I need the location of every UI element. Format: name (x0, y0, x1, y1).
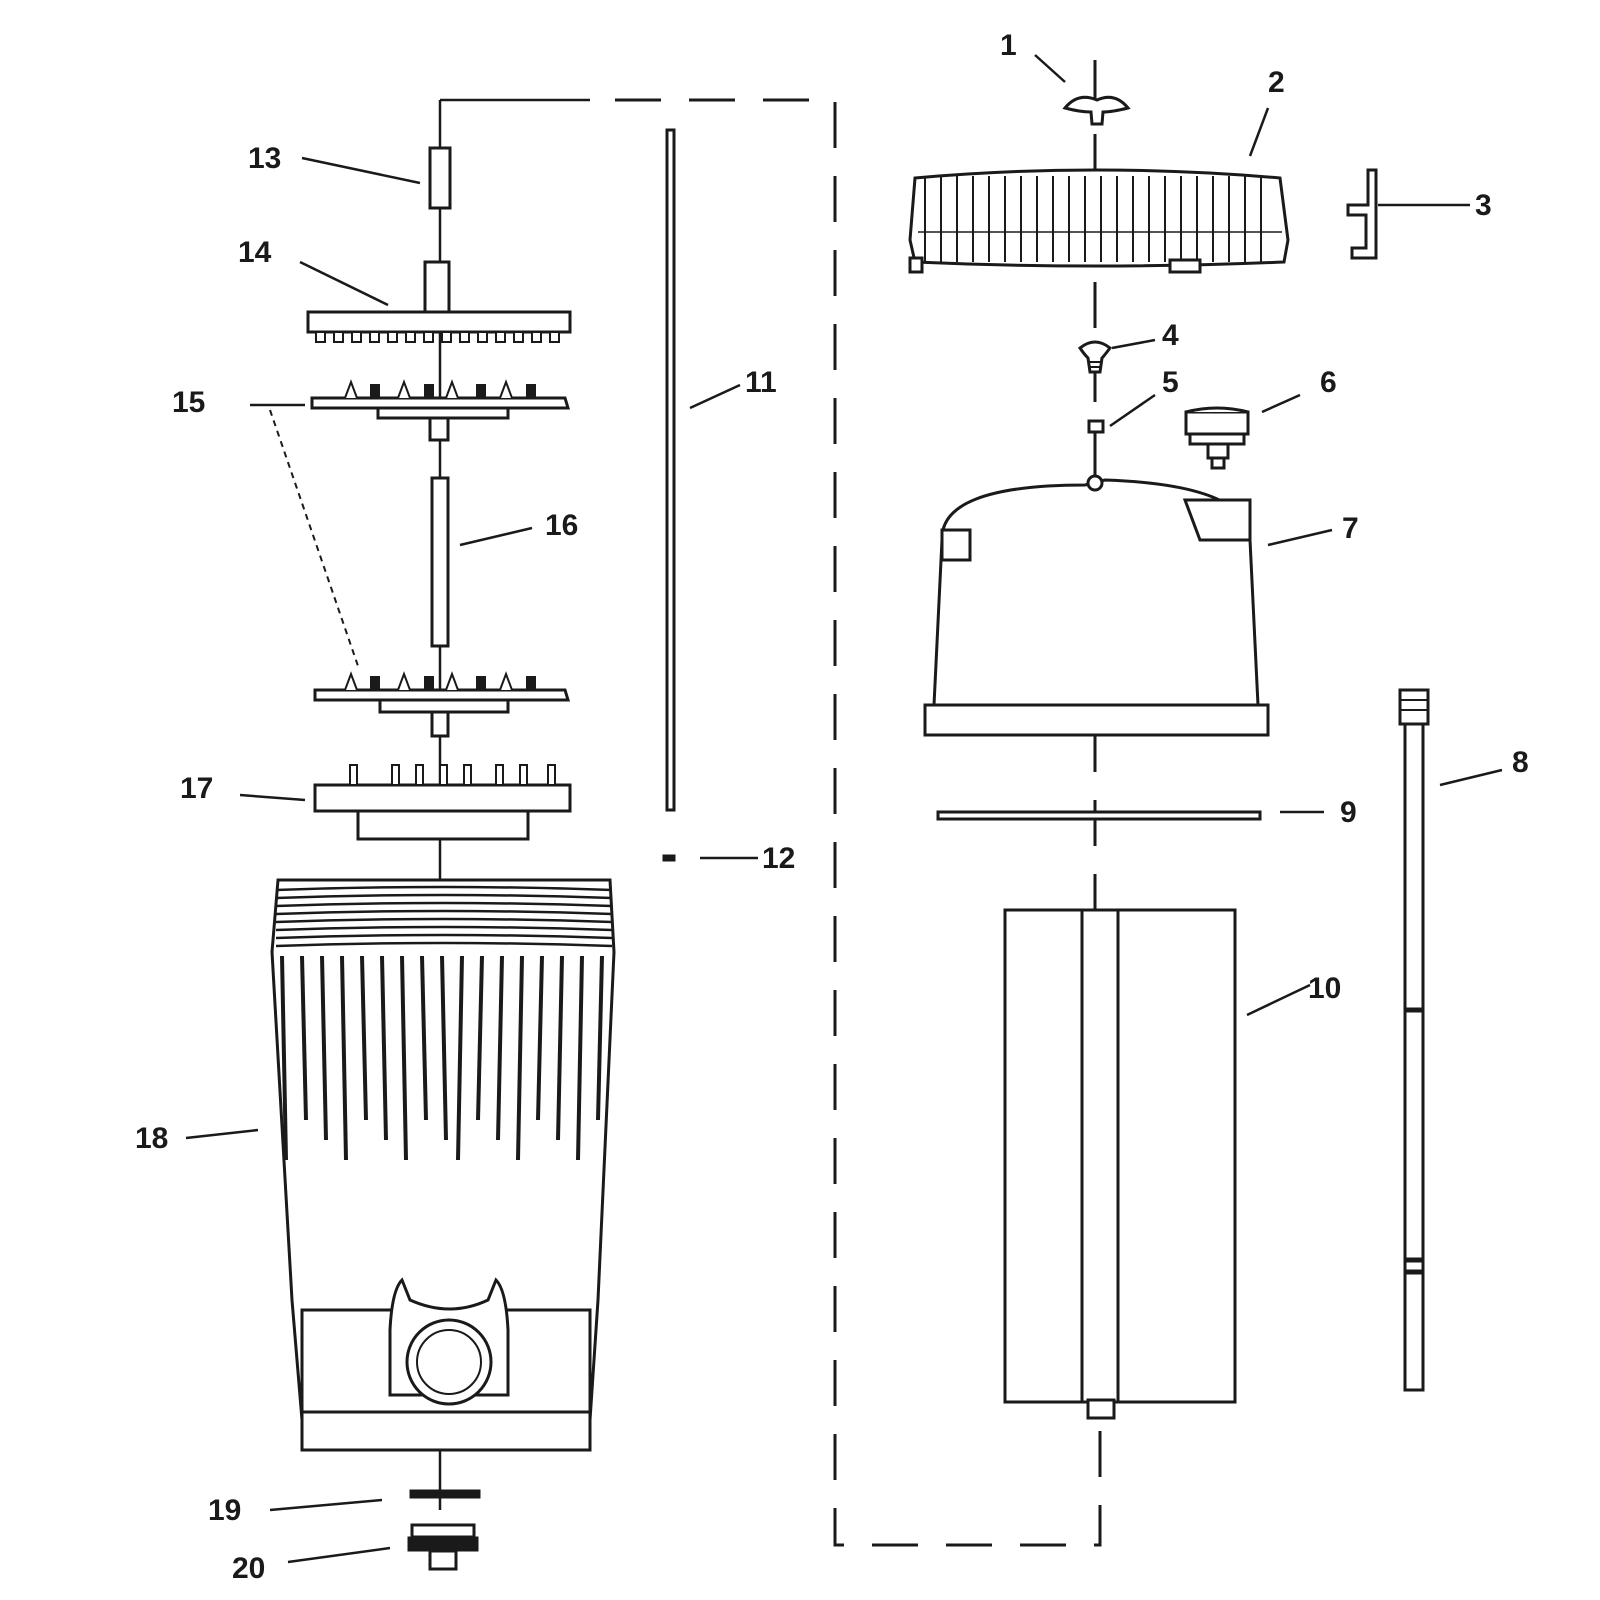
callout-1: 1 (1000, 29, 1017, 62)
callout-4: 4 (1162, 319, 1179, 352)
part-rod-nut (662, 854, 676, 862)
callout-10: 10 (1308, 972, 1341, 1005)
part-center-pipe (430, 476, 450, 648)
callout-11: 11 (745, 366, 777, 399)
callout-17: 17 (180, 772, 213, 805)
part-pressure-gauge (1184, 406, 1250, 470)
part-upper-manifold (306, 260, 572, 343)
part-clip (1346, 168, 1378, 260)
callout-13: 13 (248, 142, 281, 175)
part-knob (1062, 95, 1131, 126)
callout-18: 18 (135, 1122, 168, 1155)
callout-12: 12 (762, 842, 795, 875)
part-tank-dome (923, 474, 1270, 737)
callout-5: 5 (1162, 366, 1179, 399)
callout-14: 14 (238, 236, 272, 269)
part-lateral-hub-upper (310, 379, 571, 442)
part-lateral-hub-lower (313, 671, 571, 738)
callout-19: 19 (208, 1494, 241, 1527)
callout-20: 20 (232, 1552, 265, 1585)
callout-9: 9 (1340, 796, 1357, 829)
part-coupling (428, 146, 452, 210)
part-filter-cartridge (1003, 908, 1237, 1420)
part-air-relief-tube (1398, 688, 1430, 1392)
callout-3: 3 (1475, 189, 1492, 222)
part-lid (908, 168, 1290, 274)
part-bleed-knob (1077, 340, 1113, 374)
part-body-o-ring (936, 810, 1262, 821)
part-bottom-adapter (313, 764, 572, 841)
callout-16: 16 (545, 509, 578, 542)
part-o-ring (1087, 419, 1105, 434)
callout-2: 2 (1268, 66, 1285, 99)
part-drain-plug (407, 1523, 479, 1571)
part-tie-rod (665, 128, 676, 812)
part-tank-body (270, 878, 616, 1452)
callout-7: 7 (1342, 512, 1359, 545)
leader-lines (185, 54, 1503, 1564)
callout-8: 8 (1512, 746, 1529, 779)
part-drain-gasket (409, 1489, 481, 1499)
callout-labels: 1 2 3 4 5 6 7 8 9 10 11 12 13 14 15 16 1… (135, 29, 1529, 1585)
callout-15: 15 (172, 386, 205, 419)
callout-6: 6 (1320, 366, 1337, 399)
